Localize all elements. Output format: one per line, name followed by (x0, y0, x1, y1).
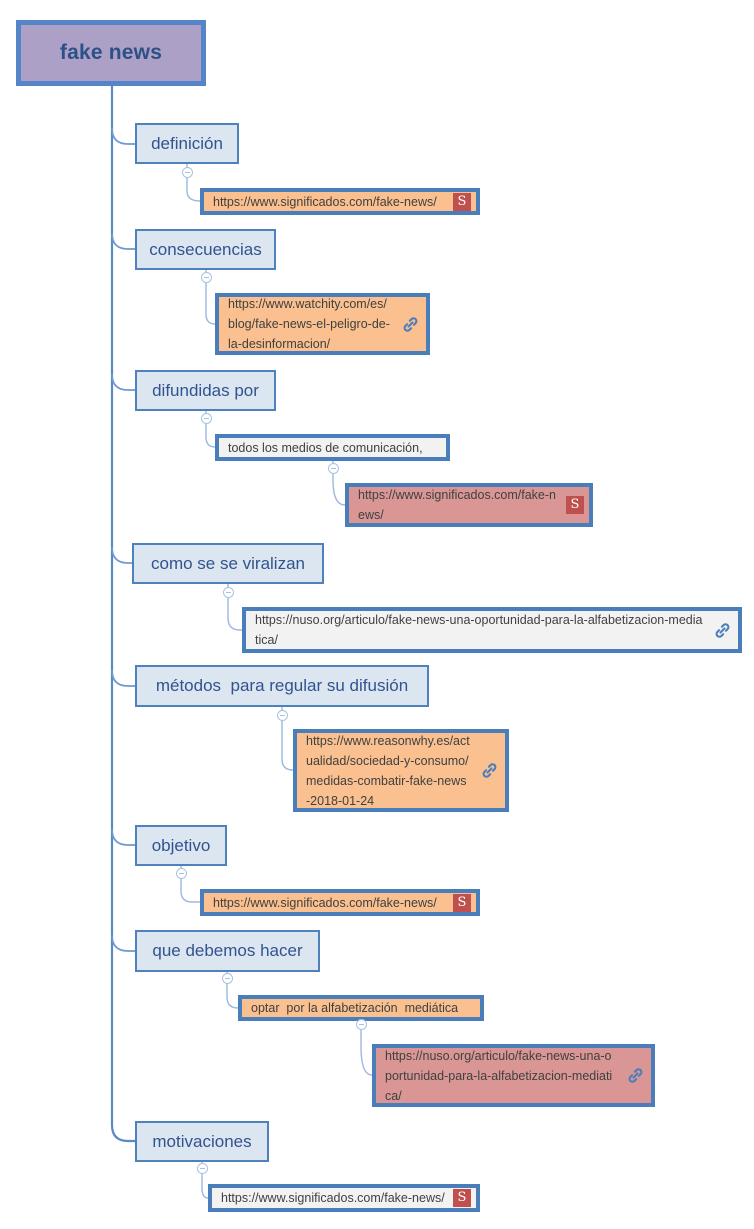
attachment-optar-nuso-url[interactable]: https://nuso.org/articulo/fake-news-una-… (372, 1044, 655, 1107)
significados-favicon-icon: S (566, 496, 584, 514)
wire-todos-child (332, 461, 346, 506)
attachment-como-nuso-url[interactable]: https://nuso.org/articulo/fake-news-una-… (242, 607, 742, 653)
minus-icon (226, 592, 231, 593)
minus-icon (331, 468, 336, 469)
attachment-url-text: https://www.significados.com/fake-news/ (358, 488, 556, 522)
root-topic-fake-news[interactable]: fake news (16, 20, 206, 86)
minus-icon (280, 715, 285, 716)
collapse-toggle-optar[interactable] (356, 1019, 367, 1030)
attachment-motivaciones-significados-url[interactable]: https://www.significados.com/fake-news/ … (208, 1184, 480, 1212)
significados-favicon-icon: S (453, 893, 471, 912)
collapse-toggle-difundidas[interactable] (201, 413, 212, 424)
significados-favicon-icon: S (453, 192, 471, 211)
link-icon[interactable] (397, 315, 423, 334)
wire-difundidas-child (205, 411, 216, 448)
topic-label: definición (151, 133, 223, 153)
collapse-toggle-objetivo[interactable] (176, 868, 187, 879)
collapse-toggle-todos-los-medios[interactable] (328, 463, 339, 474)
attachment-url-text: https://nuso.org/articulo/fake-news-una-… (255, 613, 703, 647)
wire-definicion-child (186, 164, 201, 202)
attachment-url-text: https://nuso.org/articulo/fake-news-una-… (385, 1048, 613, 1103)
collapse-toggle-motivaciones[interactable] (197, 1163, 208, 1174)
subtopic-optar-alfabetizacion[interactable]: optar por la alfabetización mediática (238, 995, 484, 1021)
branch-que-debemos (111, 934, 135, 952)
collapse-toggle-como-se-viralizan[interactable] (223, 587, 234, 598)
topic-metodos-regular-difusion[interactable]: métodos para regular su difusión (135, 665, 429, 707)
wire-motivaciones-child (201, 1162, 209, 1199)
attachment-url-text: https://www.significados.com/fake-news/ (213, 895, 437, 910)
link-icon[interactable] (709, 621, 735, 640)
attachment-definicion-significados-url[interactable]: https://www.significados.com/fake-news/ … (200, 188, 480, 215)
branch-difundidas (111, 373, 135, 391)
topic-que-debemos-hacer[interactable]: que debemos hacer (135, 930, 320, 972)
collapse-toggle-consecuencias[interactable] (201, 272, 212, 283)
topic-label: motivaciones (152, 1131, 252, 1151)
collapse-toggle-definicion[interactable] (182, 167, 193, 178)
topic-label: consecuencias (149, 239, 262, 259)
subtopic-label: optar por la alfabetización mediática (251, 1001, 459, 1015)
attachment-consecuencias-watchity-url[interactable]: https://www.watchity.com/es/blog/fake-ne… (215, 293, 430, 355)
wire-como-child (227, 584, 242, 631)
branch-como-se-viralizan (111, 546, 132, 564)
link-icon[interactable] (476, 761, 502, 780)
wire-optar-child (360, 1021, 373, 1076)
trunk-connector (110, 86, 135, 1143)
topic-definicion[interactable]: definición (135, 123, 239, 164)
branch-definicion (111, 127, 135, 145)
wire-metodos-child (281, 707, 294, 771)
wire-que-debemos-child (226, 972, 239, 1009)
attachment-metodos-reasonwhy-url[interactable]: https://www.reasonwhy.es/actualidad/soci… (293, 729, 509, 812)
collapse-toggle-que-debemos[interactable] (222, 973, 233, 984)
attachment-url-text: https://www.reasonwhy.es/actualidad/soci… (306, 733, 470, 808)
attachment-todos-significados-url[interactable]: https://www.significados.com/fake-news/ … (345, 483, 593, 527)
topic-label: como se se viralizan (150, 553, 305, 573)
topic-motivaciones[interactable]: motivaciones (135, 1121, 269, 1162)
collapse-toggle-metodos[interactable] (277, 710, 288, 721)
attachment-objetivo-significados-url[interactable]: https://www.significados.com/fake-news/ … (200, 889, 480, 916)
significados-favicon-icon: S (453, 1189, 471, 1207)
subtopic-label: todos los medios de comunicación, (228, 440, 423, 455)
minus-icon (204, 418, 209, 419)
topic-label: objetivo (151, 835, 211, 855)
topic-label: difundidas por (152, 380, 259, 400)
attachment-url-text: https://www.watchity.com/es/blog/fake-ne… (228, 297, 390, 351)
minus-icon (200, 1168, 205, 1169)
attachment-url-text: https://www.significados.com/fake-news/ (221, 1191, 445, 1205)
minus-icon (225, 978, 230, 979)
topic-difundidas-por[interactable]: difundidas por (135, 370, 276, 411)
topic-label: que debemos hacer (152, 941, 303, 960)
minus-icon (359, 1024, 364, 1025)
minus-icon (185, 172, 190, 173)
branch-metodos (111, 669, 135, 687)
root-topic-label: fake news (59, 41, 163, 64)
branch-consecuencias (111, 232, 135, 250)
topic-label: métodos para regular su difusión (155, 676, 409, 695)
link-icon[interactable] (622, 1066, 648, 1085)
wire-consecuencias-child (205, 270, 216, 325)
subtopic-todos-los-medios[interactable]: todos los medios de comunicación, (215, 434, 450, 461)
minus-icon (179, 873, 184, 874)
attachment-url-text: https://www.significados.com/fake-news/ (213, 194, 437, 209)
minus-icon (204, 277, 209, 278)
topic-como-se-viralizan[interactable]: como se se viralizan (132, 543, 324, 584)
topic-objetivo[interactable]: objetivo (135, 825, 227, 866)
topic-consecuencias[interactable]: consecuencias (135, 229, 276, 270)
wire-objetivo-child (180, 866, 200, 903)
branch-objetivo (111, 828, 135, 846)
